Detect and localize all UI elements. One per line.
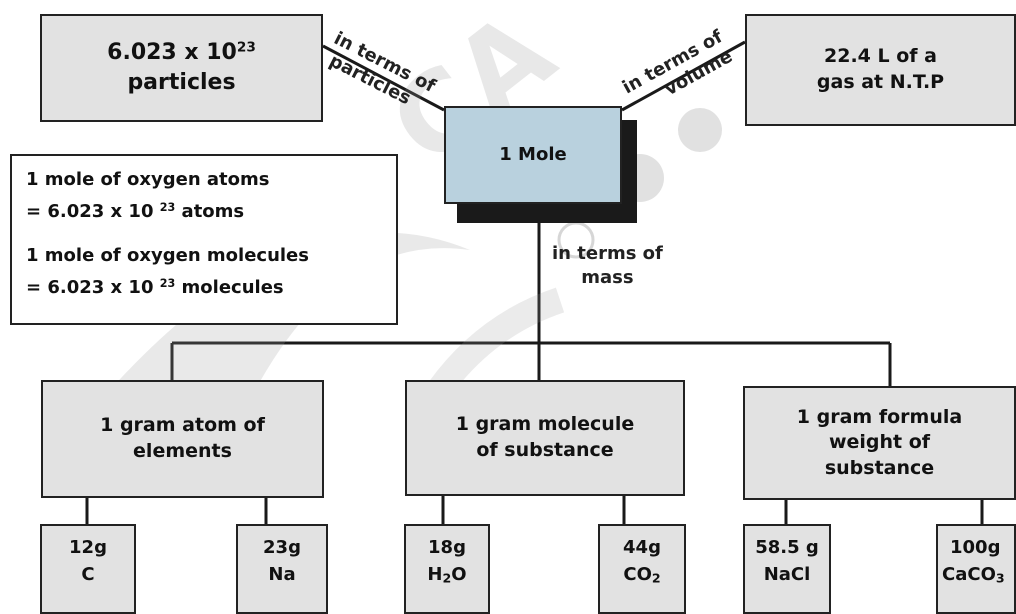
connector-volume (621, 40, 746, 112)
info-line-3: 1 mole of oxygen molecules (26, 245, 309, 266)
example-calcium-carbonate: 100g CaCO3 (936, 524, 1016, 614)
info-line-4: = 6.023 x 10 23 molecules (26, 276, 284, 298)
label-in-terms-of-mass: in terms of mass (552, 243, 663, 289)
example-sodium-chloride: 58.5 g NaCl (743, 524, 831, 614)
gram-formula-weight-box: 1 gram formula weight of substance (743, 386, 1016, 500)
particles-box: 6.023 x 1023 particles (40, 14, 323, 122)
example-water: 18g H2O (404, 524, 490, 614)
info-line-1: 1 mole of oxygen atoms (26, 169, 270, 190)
mole-box: 1 Mole (444, 106, 622, 204)
mole-examples-info: 1 mole of oxygen atoms = 6.023 x 10 23 a… (10, 154, 398, 325)
example-carbon-dioxide: 44g CO2 (598, 524, 686, 614)
gram-molecule-box: 1 gram molecule of substance (405, 380, 685, 496)
example-carbon: 12g C (40, 524, 136, 614)
volume-box: 22.4 L of a gas at N.T.P (745, 14, 1016, 126)
connector-particles (322, 44, 445, 112)
gram-atom-box: 1 gram atom of elements (41, 380, 324, 498)
example-sodium: 23g Na (236, 524, 328, 614)
info-line-2: = 6.023 x 10 23 atoms (26, 200, 245, 222)
